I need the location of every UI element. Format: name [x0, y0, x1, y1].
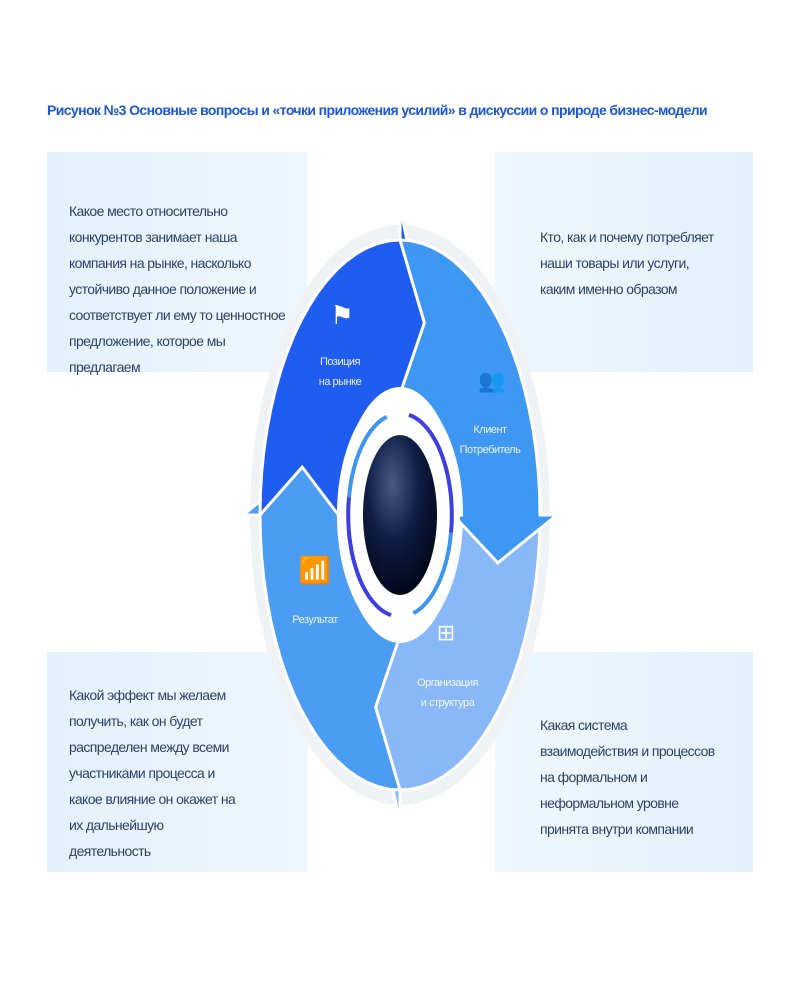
- flag-icon: ⚑: [330, 300, 354, 330]
- inner-arrow-bottom: [412, 532, 453, 616]
- label-position-2: на рынке: [318, 376, 362, 388]
- label-position-1: Позиция: [320, 356, 361, 368]
- label-client-1: Клиент: [473, 424, 507, 436]
- label-org-1: Организация: [417, 677, 478, 689]
- box-org-text: Какая система взаимодействия и процессов…: [540, 717, 715, 837]
- box-position-text: Какое место относительно конкурентов зан…: [69, 203, 286, 375]
- people-icon: 👥: [478, 368, 506, 393]
- hierarchy-icon: ⊞: [436, 620, 456, 645]
- inner-arc-right: [408, 412, 454, 533]
- box-result-text: Какой эффект мы желаем получить, как он …: [69, 687, 236, 859]
- box-client: Кто, как и почему потребляет наши товары…: [495, 152, 753, 372]
- label-org: Организация и структура: [405, 673, 490, 713]
- label-client-2: Потребитель: [459, 444, 521, 456]
- growth-chart-icon: 📶: [298, 555, 332, 585]
- label-org-2: и структура: [420, 697, 475, 709]
- label-position: Позиция на рынке: [305, 352, 375, 392]
- inner-arc-left: [346, 497, 392, 618]
- label-result-1: Результат: [292, 614, 338, 626]
- inner-arrow-top: [347, 414, 388, 498]
- box-org: Какая система взаимодействия и процессов…: [495, 652, 753, 872]
- box-result: Какой эффект мы желаем получить, как он …: [47, 652, 307, 872]
- figure-title: Рисунок №3 Основные вопросы и «точки при…: [47, 102, 708, 118]
- label-result: Результат: [280, 610, 350, 630]
- center-sphere: [363, 435, 437, 595]
- box-position: Какое место относительно конкурентов зан…: [47, 152, 307, 375]
- box-client-text: Кто, как и почему потребляет наши товары…: [540, 229, 714, 297]
